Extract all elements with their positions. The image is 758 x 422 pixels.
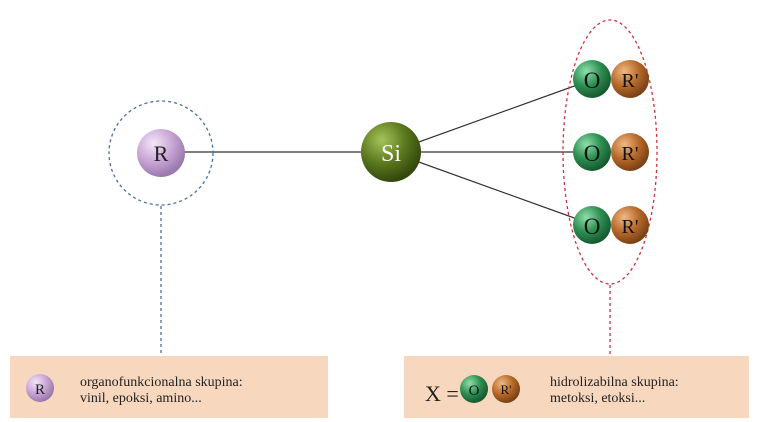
- rprime-atom-sphere: [611, 133, 649, 171]
- legend-o-label: O: [469, 383, 480, 399]
- or-group-top: O R': [573, 60, 649, 98]
- si-atom-label: Si: [381, 141, 401, 167]
- or-group-middle: O R': [573, 133, 649, 171]
- rprime-atom-sphere: [611, 206, 649, 244]
- o-atom-sphere: [573, 133, 611, 171]
- r-atom-sphere: [137, 129, 185, 177]
- o-atom-label: O: [584, 141, 601, 166]
- rprime-atom-label: R': [622, 143, 639, 165]
- o-atom-sphere: [573, 206, 611, 244]
- o-atom-label: O: [584, 68, 601, 93]
- legend-organic-group-title: organofunkcionalna skupina:: [80, 375, 243, 390]
- legend-r-label: R: [35, 382, 45, 398]
- bond-si-o-top: [390, 79, 592, 153]
- legend-r-sphere: [26, 374, 54, 402]
- legend-o-sphere: [460, 375, 488, 403]
- o-atom-sphere: [573, 60, 611, 98]
- bond-si-o-bottom: [390, 151, 592, 225]
- legend-organic-group-text: organofunkcionalna skupina: vinil, epoks…: [80, 375, 243, 407]
- si-atom-sphere: [361, 122, 421, 182]
- legend-box-organic-group: [10, 356, 328, 418]
- rprime-atom-sphere: [611, 60, 649, 98]
- organic-group-dashed-circle: [108, 100, 214, 206]
- hydrolyzable-group-dashed-ellipse: [562, 19, 658, 285]
- legend-rprime-label: R': [500, 382, 511, 397]
- legend-hydrolyzable-group-text: hidrolizabilna skupina: metoksi, etoksi.…: [550, 375, 679, 407]
- o-atom-label: O: [584, 214, 601, 239]
- legend-organic-group-examples: vinil, epoksi, amino...: [80, 391, 202, 406]
- r-atom-label: R: [154, 141, 169, 166]
- legend-x-equals: X =: [425, 381, 459, 406]
- rprime-atom-label: R': [622, 70, 639, 92]
- legend-hydrolyzable-group-examples: metoksi, etoksi...: [550, 391, 646, 406]
- legend-rprime-sphere: [492, 375, 520, 403]
- rprime-atom-label: R': [622, 216, 639, 238]
- legend-hydrolyzable-group-title: hidrolizabilna skupina:: [550, 375, 679, 390]
- or-group-bottom: O R': [573, 206, 649, 244]
